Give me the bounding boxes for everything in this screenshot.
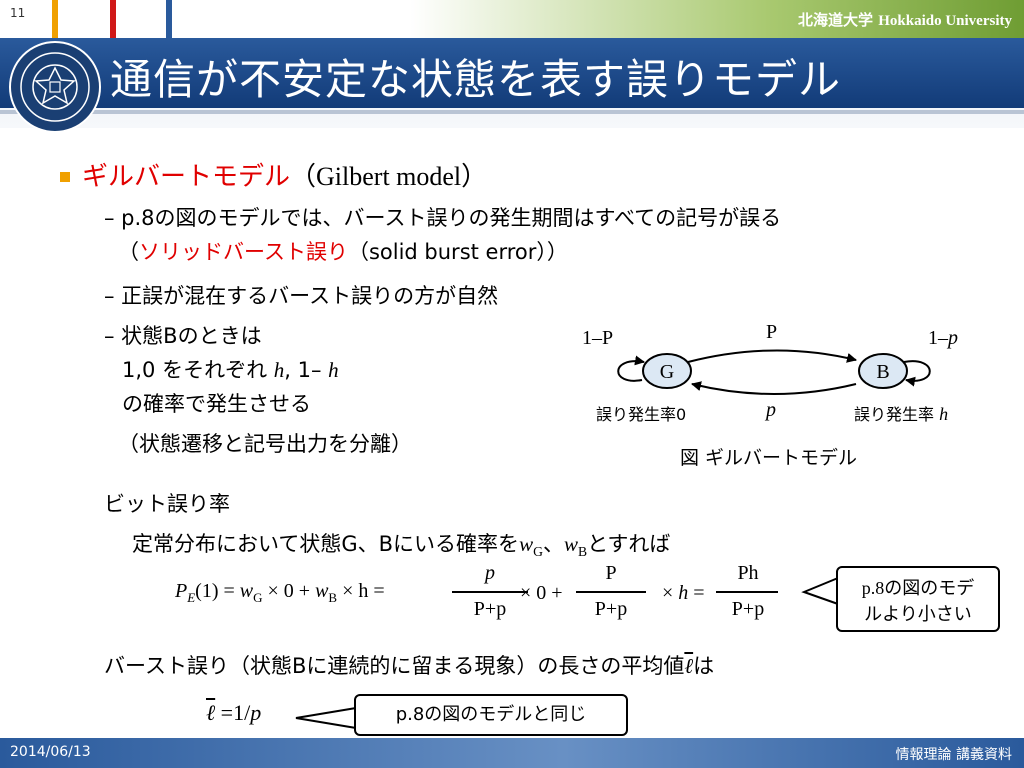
callout-pointer xyxy=(295,707,357,729)
state-b-probability-line: 1,0 をそれぞれ h, 1– h xyxy=(122,358,339,382)
bit-error-heading: ビット誤り率 xyxy=(104,492,230,516)
transition-g-to-b-arrow xyxy=(687,349,857,363)
title-underline xyxy=(0,110,1024,114)
title-bar xyxy=(0,38,1024,108)
stationary-distribution-line: 定常分布において状態G、Bにいる確率をwG、wBとすれば xyxy=(132,532,671,560)
fraction-3-denominator: P+p xyxy=(731,598,765,620)
university-name-en: Hokkaido University xyxy=(878,13,1012,29)
sub-bullet-solid-burst-line2: （ソリッドバースト誤り（solid burst error）） xyxy=(118,240,568,264)
header-stripe xyxy=(166,0,172,38)
gilbert-model-english: （Gilbert model） xyxy=(290,162,488,191)
fraction-3-numerator: Ph xyxy=(737,562,759,584)
fraction-1-numerator: p xyxy=(485,562,495,584)
gilbert-model-diagram: G B 1–P P 1–p p 誤り発生率0 誤り発生率 h 図 ギルバートモデ… xyxy=(582,321,958,468)
self-loop-b-label: 1–p xyxy=(928,327,958,349)
state-b-error-rate: 誤り発生率 h xyxy=(854,404,948,424)
state-separation-note: （状態遷移と記号出力を分離） xyxy=(118,432,412,456)
page-number: 11 xyxy=(10,6,26,20)
burst-length-line: バースト誤り（状態Bに連続的に留まる現象）の長さの平均値ℓは xyxy=(104,654,715,678)
state-b-generate-line: の確率で発生させる xyxy=(122,392,311,416)
university-name: 北海道大学 Hokkaido University xyxy=(798,9,1012,30)
transition-b-to-g-arrow xyxy=(691,381,857,395)
mean-burst-length-formula: ℓ =1/p xyxy=(206,700,262,725)
callout-pointer xyxy=(801,577,839,605)
state-b-node xyxy=(858,353,908,389)
fraction-2-numerator: P xyxy=(605,562,617,584)
callout-smaller-line1: p.8の図のモデ xyxy=(861,578,975,598)
fraction-3-bar xyxy=(716,591,778,593)
formula-times-h: × h = xyxy=(662,582,705,604)
header-stripe xyxy=(110,0,116,38)
fraction-1-denominator: P+p xyxy=(473,598,507,620)
fraction-2-denominator: P+p xyxy=(594,598,628,620)
ell-bar-symbol: ℓ xyxy=(684,654,694,678)
slide-title: 通信が不安定な状態を表す誤りモデル xyxy=(110,55,842,104)
self-loop-b-arrow xyxy=(903,360,931,387)
university-seal-logo xyxy=(9,41,101,133)
sub-bullet-mixed-burst: – 正誤が混在するバースト誤りの方が自然 xyxy=(104,284,499,308)
footer-date: 2014/06/13 xyxy=(10,744,91,760)
sub-bullet-state-b: – 状態Bのときは xyxy=(104,324,262,348)
fraction-2-bar xyxy=(576,591,646,593)
bit-error-formula-left: PE(1) = wG × 0 + wB × h = xyxy=(175,580,385,605)
bullet-gilbert-model: ギルバートモデル（Gilbert model） xyxy=(82,156,487,193)
state-b-label: B xyxy=(876,361,889,383)
header-stripe xyxy=(52,0,58,38)
self-loop-g-arrow xyxy=(617,355,645,382)
transition-b-to-g-label: p xyxy=(764,399,776,421)
state-g-label: G xyxy=(660,361,674,383)
state-g-error-rate: 誤り発生率0 xyxy=(596,405,686,424)
state-g-node xyxy=(642,353,692,389)
sub-bullet-solid-burst: – p.8の図のモデルでは、バースト誤りの発生期間はすべての記号が誤る xyxy=(104,206,782,230)
formula-middle-term: × 0 + xyxy=(520,582,563,604)
solid-burst-term: ソリッドバースト誤り xyxy=(139,240,348,264)
slide-footer xyxy=(0,738,1024,768)
bullet-marker xyxy=(60,172,70,182)
gilbert-model-label: ギルバートモデル xyxy=(82,162,291,192)
callout-same-as-p8: p.8の図のモデルと同じ xyxy=(354,694,628,736)
footer-course-name: 情報理論 講義資料 xyxy=(895,747,1012,763)
self-loop-g-label: 1–P xyxy=(582,327,613,349)
callout-smaller-than-p8: p.8の図のモデ ルより小さい xyxy=(836,566,1000,632)
transition-g-to-b-label: P xyxy=(766,321,777,343)
callout-smaller-line2: ルより小さい xyxy=(864,604,972,625)
diagram-caption: 図 ギルバートモデル xyxy=(680,447,857,468)
fraction-1-bar xyxy=(452,591,528,593)
university-name-jp: 北海道大学 xyxy=(797,11,873,29)
